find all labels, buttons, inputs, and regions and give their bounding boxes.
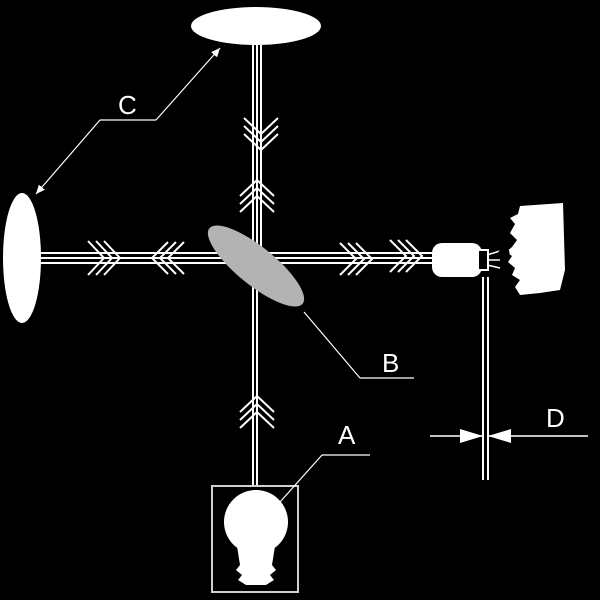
beam-splitter <box>207 225 305 307</box>
label-a: A <box>338 420 356 450</box>
left-arrows <box>150 241 185 275</box>
right-arrows-right-1 <box>339 242 374 276</box>
observer-rays <box>486 250 501 269</box>
distance-indicator <box>430 429 588 443</box>
label-d: D <box>546 403 565 433</box>
observer-face-icon <box>506 203 565 295</box>
right-arrows-right-2 <box>389 239 424 273</box>
observer-eye <box>497 250 510 258</box>
distance-lines <box>482 277 489 480</box>
left-mirror <box>3 193 41 323</box>
down-arrows-upper <box>243 117 279 152</box>
lamp-housing <box>211 485 299 593</box>
up-arrows-lower <box>239 394 275 429</box>
top-mirror <box>191 7 321 45</box>
callout-lines <box>35 47 414 503</box>
telescope-eyepiece-icon <box>432 243 489 277</box>
label-c: C <box>118 90 137 120</box>
up-arrows-upper <box>239 178 275 213</box>
label-b: B <box>382 348 399 378</box>
right-arrows-left <box>87 240 122 276</box>
light-bulb-icon <box>224 490 288 585</box>
